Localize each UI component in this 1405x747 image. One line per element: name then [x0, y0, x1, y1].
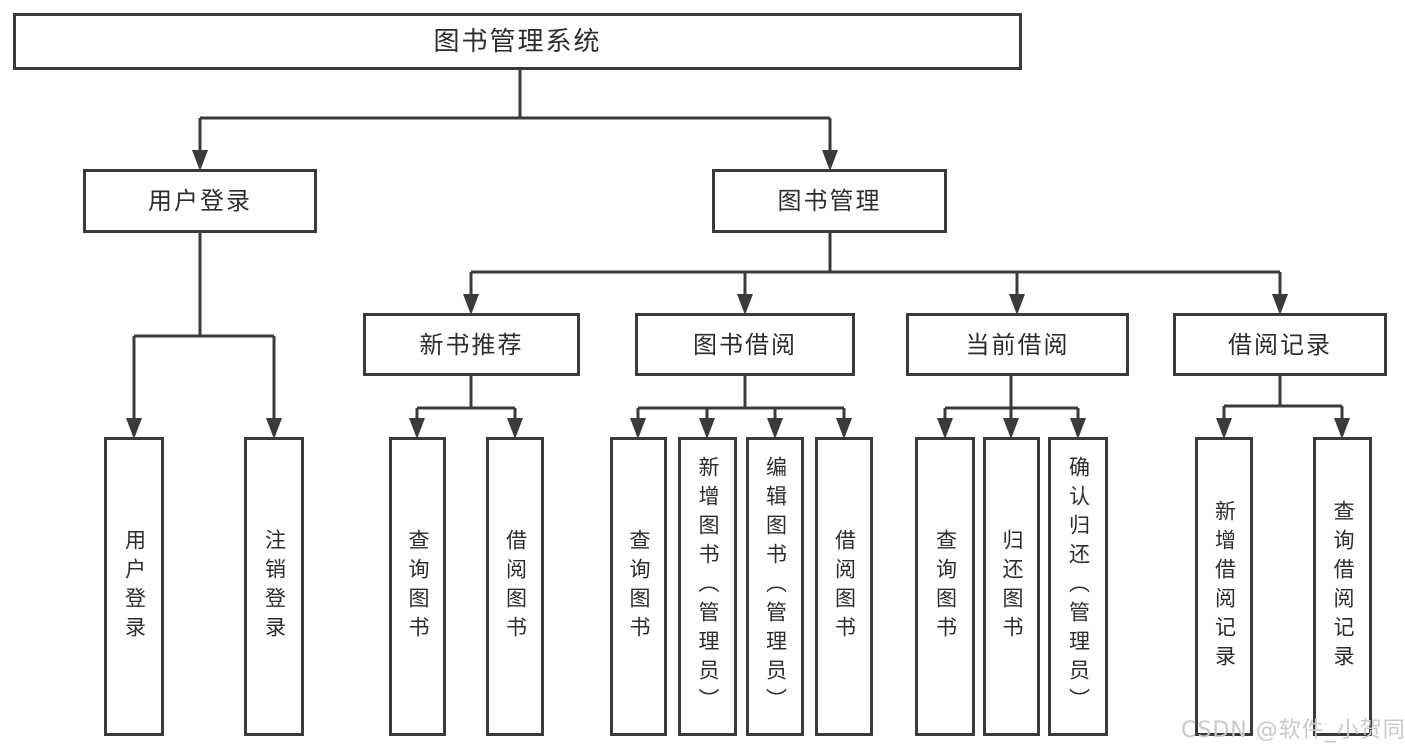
connector-current-borrow-to-leaves: [937, 376, 1086, 439]
leaf-current-confirm-return-admin: 确认归还（管理员）: [1048, 437, 1108, 736]
leaf-new-rec-borrow-books: 借阅图书: [486, 437, 544, 736]
node-label: 查询图书: [406, 528, 430, 645]
node-new-book-recommend: 新书推荐: [363, 313, 580, 376]
node-label: 借阅图书: [503, 528, 528, 645]
connector-new-book-recommend-to-leaves: [409, 376, 523, 439]
leaf-records-query-record: 查询借阅记录: [1313, 437, 1372, 736]
leaf-logout: 注销登录: [244, 437, 304, 736]
leaf-user-login: 用户登录: [104, 437, 164, 736]
csdn-watermark: CSDN @软件_小贺同学: [1181, 718, 1405, 743]
node-label: 图书借阅: [693, 330, 797, 359]
node-label: 借阅记录: [1228, 330, 1332, 359]
node-current-borrow: 当前借阅: [906, 313, 1129, 376]
node-label: 图书管理: [777, 187, 882, 215]
leaf-borrow-edit-books-admin: 编辑图书（管理员）: [746, 437, 804, 736]
leaf-borrow-borrow-books: 借阅图书: [815, 437, 873, 736]
node-label: 用户登录: [148, 187, 252, 215]
node-label: 当前借阅: [965, 330, 1070, 359]
node-label: 新增借阅记录: [1212, 499, 1237, 674]
node-label: 确认归还（管理员）: [1066, 456, 1091, 717]
node-label: 借阅图书: [832, 528, 857, 645]
leaf-records-add-record: 新增借阅记录: [1195, 437, 1253, 736]
node-label: 用户登录: [122, 528, 147, 645]
leaf-current-query-books: 查询图书: [915, 437, 975, 736]
connector-root-to-level2: [192, 70, 838, 171]
connector-borrow-records-to-leaves: [1216, 376, 1350, 439]
node-book-management: 图书管理: [712, 169, 947, 233]
node-book-borrow: 图书借阅: [635, 313, 855, 376]
node-borrow-records: 借阅记录: [1173, 313, 1387, 376]
leaf-borrow-add-books-admin: 新增图书（管理员）: [678, 437, 737, 736]
node-label: 查询图书: [933, 528, 958, 645]
node-label: 注销登录: [262, 528, 287, 645]
connector-book-management-to-level3: [463, 233, 1288, 315]
leaf-current-return-books: 归还图书: [983, 437, 1040, 736]
node-label: 归还图书: [1000, 528, 1024, 645]
node-user-login: 用户登录: [83, 169, 317, 233]
node-label: 新书推荐: [419, 330, 524, 359]
node-label: 新增图书（管理员）: [696, 456, 720, 717]
node-library-management-system: 图书管理系统: [13, 13, 1022, 70]
leaf-borrow-query-books: 查询图书: [610, 437, 667, 736]
leaf-new-rec-query-books: 查询图书: [389, 437, 446, 736]
connector-book-borrow-to-leaves: [630, 376, 852, 439]
node-label: 查询借阅记录: [1331, 499, 1355, 674]
connector-user-login-to-leaves: [126, 233, 282, 439]
node-label: 图书管理系统: [433, 26, 602, 57]
node-label: 编辑图书（管理员）: [763, 456, 788, 717]
node-label: 查询图书: [627, 528, 651, 645]
